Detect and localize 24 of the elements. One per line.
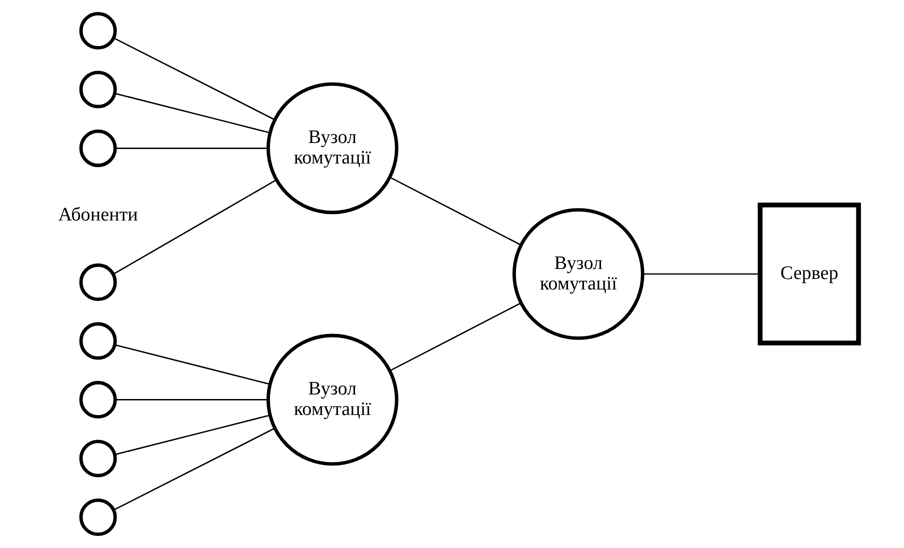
node-circle: Вузол комутації (266, 334, 398, 466)
node-circle (79, 440, 117, 478)
node-circle (79, 70, 117, 108)
connector (113, 428, 275, 511)
node-circle (79, 380, 117, 418)
node-box: Сервер (758, 202, 861, 346)
connector (115, 148, 268, 149)
connector (114, 92, 270, 134)
connector (390, 176, 522, 246)
connector (390, 302, 522, 372)
connector (114, 414, 270, 456)
node-circle (79, 130, 117, 168)
node-circle: Вузол комутації (512, 208, 644, 340)
node-circle (79, 263, 117, 301)
label: Абоненти (58, 204, 138, 226)
connector (112, 179, 277, 275)
node-circle (79, 12, 117, 50)
connector (115, 399, 268, 400)
node-circle (79, 498, 117, 536)
connector (114, 344, 270, 385)
connector (642, 273, 760, 275)
connector (113, 37, 275, 120)
node-circle (79, 322, 117, 360)
node-circle: Вузол комутації (266, 82, 398, 214)
